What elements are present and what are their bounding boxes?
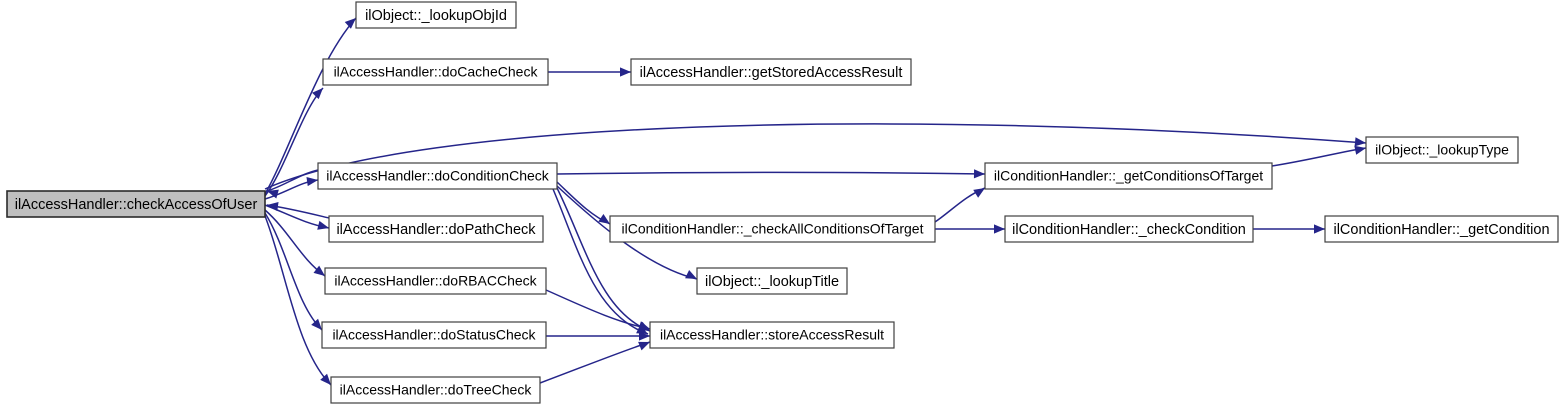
arrowhead-layer xyxy=(267,18,1366,385)
node-label-doPathCheck: ilAccessHandler::doPathCheck xyxy=(336,222,536,238)
node-label-lookupObjId: ilObject::_lookupObjId xyxy=(365,8,507,24)
node-label-getStoredAccessResult: ilAccessHandler::getStoredAccessResult xyxy=(640,65,903,81)
node-box-checkAccessOfUser[interactable] xyxy=(6,190,266,218)
node-box-getConditionsOfTarget[interactable] xyxy=(984,162,1273,190)
node-label-getCondition: ilConditionHandler::_getCondition xyxy=(1333,222,1549,238)
node-label-getConditionsOfTarget: ilConditionHandler::_getConditionsOfTarg… xyxy=(994,168,1263,184)
arrowhead xyxy=(638,321,650,330)
arrowhead xyxy=(1314,224,1325,234)
node-label-doRBACCheck: ilAccessHandler::doRBACCheck xyxy=(334,273,537,289)
arrowhead xyxy=(267,189,279,199)
node-label-doStatusCheck: ilAccessHandler::doStatusCheck xyxy=(332,327,536,343)
arrowhead xyxy=(311,318,322,330)
edge-doConditionCheck-to-storeAccessResult xyxy=(552,188,649,335)
arrowhead xyxy=(973,169,985,179)
node-box-getStoredAccessResult[interactable] xyxy=(630,58,912,86)
node-box-checkCondition[interactable] xyxy=(1004,215,1254,243)
node-doConditionCheck[interactable]: ilAccessHandler::doConditionCheck xyxy=(317,162,558,190)
node-label-lookupType: ilObject::_lookupType xyxy=(1375,142,1509,158)
node-box-doPathCheck[interactable] xyxy=(328,215,544,243)
node-storeAccessResult[interactable]: ilAccessHandler::storeAccessResult xyxy=(649,321,895,349)
edge-doConditionCheck-to-checkAccessOfUser xyxy=(266,169,319,192)
node-box-doTreeCheck[interactable] xyxy=(330,376,541,404)
node-doPathCheck[interactable]: ilAccessHandler::doPathCheck xyxy=(328,215,544,243)
arrowhead xyxy=(685,270,697,279)
node-doStatusCheck[interactable]: ilAccessHandler::doStatusCheck xyxy=(321,321,547,349)
node-label-checkAccessOfUser: ilAccessHandler::checkAccessOfUser xyxy=(15,197,258,213)
arrowhead xyxy=(267,201,279,212)
node-checkCondition[interactable]: ilConditionHandler::_checkCondition xyxy=(1004,215,1254,243)
arrowhead xyxy=(620,67,631,77)
node-doRBACCheck[interactable]: ilAccessHandler::doRBACCheck xyxy=(324,267,547,295)
node-checkAccessOfUser[interactable]: ilAccessHandler::checkAccessOfUser xyxy=(6,190,266,218)
node-label-lookupTitle: ilObject::_lookupTitle xyxy=(705,274,839,290)
node-box-getCondition[interactable] xyxy=(1324,215,1559,243)
node-label-doConditionCheck: ilAccessHandler::doConditionCheck xyxy=(326,168,550,184)
node-box-doStatusCheck[interactable] xyxy=(321,321,547,349)
arrowhead xyxy=(598,214,610,224)
node-box-lookupType[interactable] xyxy=(1365,136,1519,164)
arrowhead xyxy=(317,220,329,230)
node-lookupTitle[interactable]: ilObject::_lookupTitle xyxy=(696,267,848,295)
edge-checkAccessOfUser-to-lookupType xyxy=(264,123,1367,190)
node-box-lookupTitle[interactable] xyxy=(696,267,848,295)
node-box-lookupObjId[interactable] xyxy=(355,1,517,29)
node-box-doRBACCheck[interactable] xyxy=(324,267,547,295)
node-getStoredAccessResult[interactable]: ilAccessHandler::getStoredAccessResult xyxy=(630,58,912,86)
arrowhead xyxy=(344,18,356,29)
node-getConditionsOfTarget[interactable]: ilConditionHandler::_getConditionsOfTarg… xyxy=(984,162,1273,190)
edge-checkAccessOfUser-to-lookupObjId xyxy=(264,17,357,195)
node-label-doTreeCheck: ilAccessHandler::doTreeCheck xyxy=(340,382,533,398)
arrowhead xyxy=(638,341,650,351)
node-doTreeCheck[interactable]: ilAccessHandler::doTreeCheck xyxy=(330,376,541,404)
arrowhead xyxy=(1354,137,1366,147)
node-box-doCacheCheck[interactable] xyxy=(322,58,549,86)
node-doCacheCheck[interactable]: ilAccessHandler::doCacheCheck xyxy=(322,58,549,86)
edge-doConditionCheck-to-lookupTitle xyxy=(556,185,698,280)
arrowhead xyxy=(1354,145,1366,155)
edge-doRBACCheck-to-storeAccessResult xyxy=(545,289,651,330)
arrowhead xyxy=(639,331,650,341)
node-box-checkAllConditionsOfTarget[interactable] xyxy=(609,215,936,243)
node-checkAllConditionsOfTarget[interactable]: ilConditionHandler::_checkAllConditionsO… xyxy=(609,215,936,243)
node-layer: ilAccessHandler::checkAccessOfUserilObje… xyxy=(6,1,1559,404)
arrowhead xyxy=(313,265,325,276)
node-label-doCacheCheck: ilAccessHandler::doCacheCheck xyxy=(334,64,539,80)
edge-doConditionCheck-to-getConditionsOfTarget xyxy=(556,171,986,175)
edge-doConditionCheck-to-storeAccessResult xyxy=(556,187,651,332)
edge-doTreeCheck-to-storeAccessResult xyxy=(539,341,651,384)
node-label-checkCondition: ilConditionHandler::_checkCondition xyxy=(1012,222,1246,238)
arrowhead xyxy=(306,176,318,187)
node-box-storeAccessResult[interactable] xyxy=(649,321,895,349)
edge-getConditionsOfTarget-to-lookupType xyxy=(1271,147,1367,167)
edge-checkAccessOfUser-to-doTreeCheck xyxy=(264,215,332,386)
node-lookupType[interactable]: ilObject::_lookupType xyxy=(1365,136,1519,164)
arrowhead xyxy=(973,188,985,198)
node-getCondition[interactable]: ilConditionHandler::_getCondition xyxy=(1324,215,1559,243)
node-lookupObjId[interactable]: ilObject::_lookupObjId xyxy=(355,1,517,29)
node-label-checkAllConditionsOfTarget: ilConditionHandler::_checkAllConditionsO… xyxy=(622,221,924,237)
arrowhead xyxy=(312,88,323,100)
node-box-doConditionCheck[interactable] xyxy=(317,162,558,190)
node-label-storeAccessResult: ilAccessHandler::storeAccessResult xyxy=(660,327,884,343)
arrowhead xyxy=(320,373,331,385)
arrowhead xyxy=(994,224,1005,234)
edge-checkAccessOfUser-to-doStatusCheck xyxy=(264,212,323,331)
